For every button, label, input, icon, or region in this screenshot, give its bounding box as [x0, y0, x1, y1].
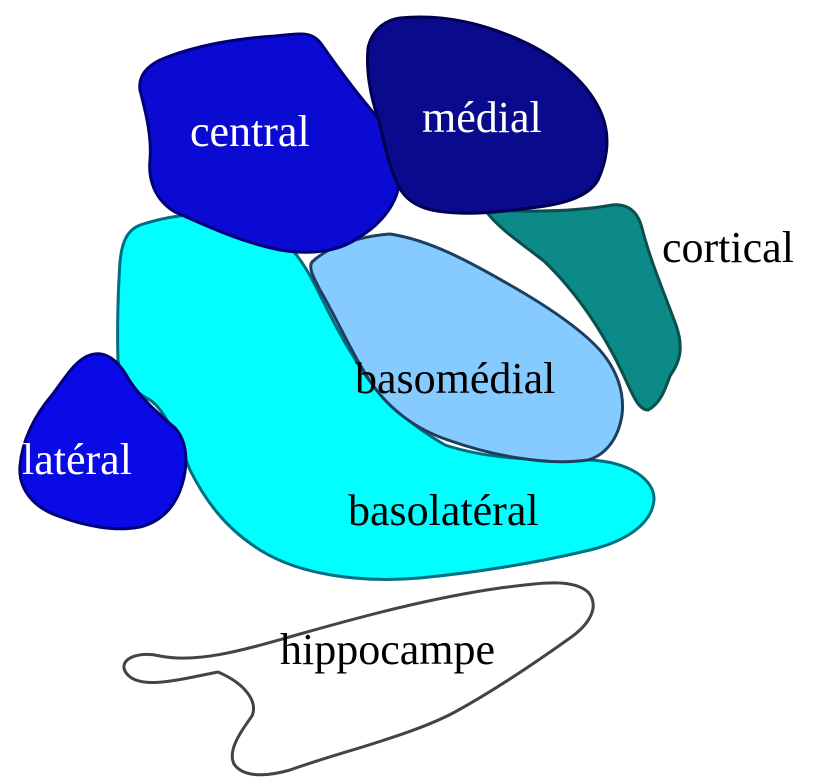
- lateral-label: latéral: [22, 435, 132, 484]
- cortical-label: cortical: [662, 223, 794, 272]
- central-label: central: [190, 107, 310, 156]
- medial-label: médial: [422, 93, 542, 142]
- basolateral-label: basolatéral: [348, 486, 539, 535]
- hippocampe-region: [124, 583, 593, 775]
- basomedial-label: basomédial: [355, 354, 555, 403]
- hippocampe-label: hippocampe: [280, 625, 495, 674]
